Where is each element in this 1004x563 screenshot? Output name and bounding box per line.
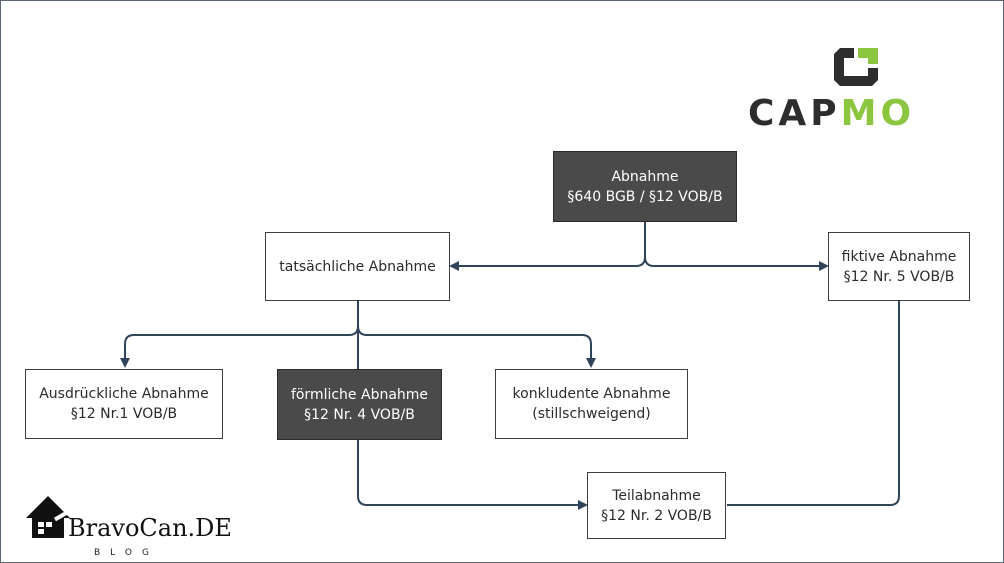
watermark-sub: BLOG [94,548,159,558]
capmo-wordmark-part1: CAP [748,93,841,134]
node-fiktive-abnahme: fiktive Abnahme §12 Nr. 5 VOB/B [828,232,970,301]
node-abnahme-title: Abnahme [611,168,679,185]
node-tatsaechliche-title: tatsächliche Abnahme [279,258,436,275]
node-teilabnahme: Teilabnahme §12 Nr. 2 VOB/B [587,472,726,539]
capmo-wordmark: CAPMO [748,94,958,134]
node-ausdrueckliche-subtitle: §12 Nr.1 VOB/B [70,406,178,422]
node-konkludente-abnahme: konkludente Abnahme (stillschweigend) [495,369,688,439]
watermark-name: BravoCan.DE [68,514,232,542]
edge-abnahme-to-fiktive [644,256,829,271]
node-teilabnahme-title: Teilabnahme [612,487,701,504]
node-abnahme-subtitle: §640 BGB / §12 VOB/B [567,188,723,205]
node-konkludente-subtitle: (stillschweigend) [532,406,651,422]
node-ausdrueckliche-abnahme: Ausdrückliche Abnahme §12 Nr.1 VOB/B [25,369,223,439]
edge-foermliche-to-teilabnahme [357,440,588,510]
node-fiktive-title: fiktive Abnahme [841,248,957,265]
node-fiktive-subtitle: §12 Nr. 5 VOB/B [843,268,955,285]
capmo-logo-mark-icon [834,48,878,86]
node-foermliche-subtitle: §12 Nr. 4 VOB/B [304,406,415,423]
edge-abnahme-to-tatsaechliche [449,222,646,271]
capmo-logo: CAPMO [748,44,958,136]
house-logo-icon [26,496,70,538]
node-konkludente-title: konkludente Abnahme [512,386,671,402]
node-tatsaechliche-abnahme: tatsächliche Abnahme [265,232,450,301]
bravocan-watermark: BravoCan.DE BLOG [24,492,244,562]
node-teilabnahme-subtitle: §12 Nr. 2 VOB/B [601,507,712,524]
node-foermliche-title: förmliche Abnahme [290,386,429,403]
node-ausdrueckliche-title: Ausdrückliche Abnahme [39,386,209,402]
node-foermliche-abnahme: förmliche Abnahme §12 Nr. 4 VOB/B [277,369,442,440]
edge-tatsaechliche-to-ausdrueckliche [120,301,359,368]
node-abnahme: Abnahme §640 BGB / §12 VOB/B [553,151,737,222]
edge-fiktive-to-teilabnahme [727,301,900,506]
capmo-wordmark-part2: MO [840,93,916,134]
edge-tatsaechliche-to-konkludente [357,325,596,368]
